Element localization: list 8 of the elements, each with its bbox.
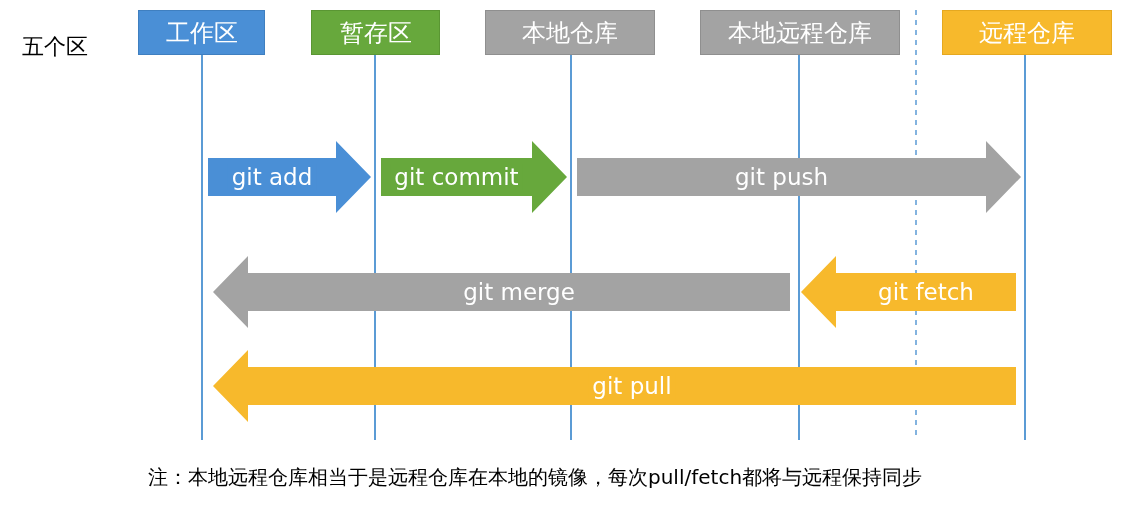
zone-box: 远程仓库 — [942, 10, 1112, 55]
zone-box: 本地远程仓库 — [700, 10, 900, 55]
zone-box: 暂存区 — [311, 10, 440, 55]
row-label: 五个区 — [22, 33, 88, 61]
note: 注：本地远程仓库相当于是远程仓库在本地的镜像，每次pull/fetch都将与远程保持同步 — [148, 464, 923, 491]
zone-box: 工作区 — [138, 10, 265, 55]
zone-box: 本地仓库 — [485, 10, 655, 55]
block-arrow — [213, 350, 1016, 422]
